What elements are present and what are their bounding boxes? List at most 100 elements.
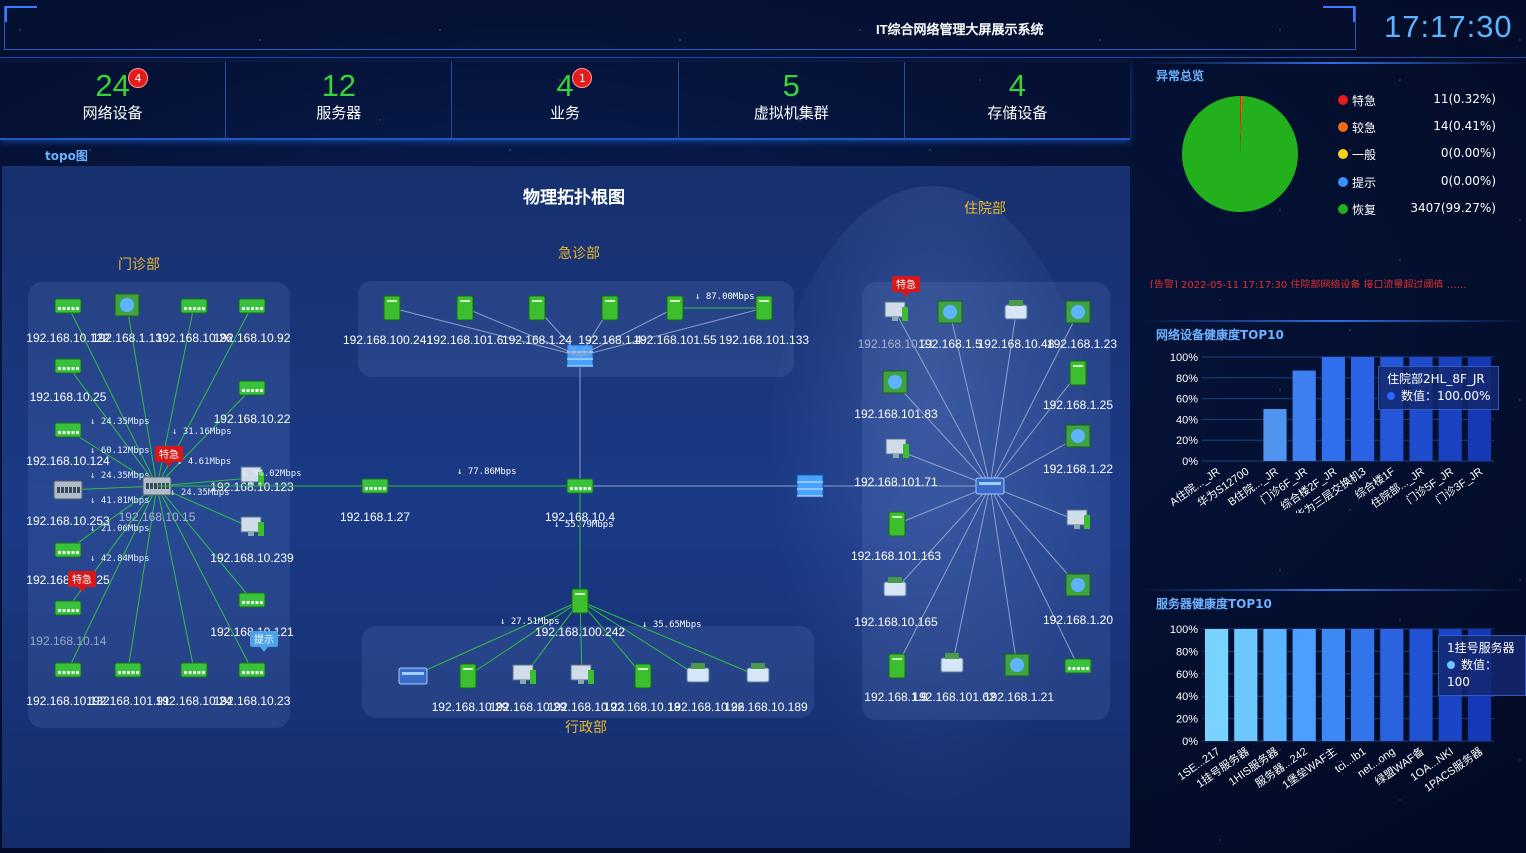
device-node[interactable] xyxy=(54,358,82,374)
legend-hint[interactable]: 提示 0(0.00%) xyxy=(1338,173,1498,191)
port xyxy=(202,671,205,674)
device-node[interactable] xyxy=(1065,300,1091,324)
device-node[interactable] xyxy=(383,295,401,321)
net-health-title: 网络设备健康度TOP10 xyxy=(1156,328,1284,342)
device-node[interactable] xyxy=(882,370,908,394)
device-node[interactable] xyxy=(456,295,474,321)
device-firewall-inpatient[interactable] xyxy=(796,474,824,498)
legend-normal[interactable]: 一般 0(0.00%) xyxy=(1338,145,1498,163)
stat-vm-clusters[interactable]: 5 虚拟机集群 xyxy=(679,62,905,138)
alarm-pie-chart[interactable] xyxy=(1180,94,1300,214)
legend-critical[interactable]: 特急 11(0.32%) xyxy=(1338,91,1498,109)
device-node[interactable] xyxy=(512,664,536,684)
device-node[interactable] xyxy=(238,662,266,678)
device-node[interactable] xyxy=(54,662,82,678)
legend-major[interactable]: 较急 14(0.41%) xyxy=(1338,118,1498,136)
device-node[interactable] xyxy=(884,301,908,321)
device-core-center[interactable] xyxy=(566,478,594,494)
device-node[interactable] xyxy=(238,298,266,314)
printer-icon xyxy=(746,667,770,683)
device-node[interactable] xyxy=(53,480,83,500)
device-hub-admin[interactable] xyxy=(571,588,589,614)
device-node[interactable] xyxy=(570,664,594,684)
bar[interactable] xyxy=(1292,370,1316,461)
device-node[interactable] xyxy=(1065,573,1091,597)
port xyxy=(251,389,254,392)
device-node[interactable] xyxy=(54,600,82,616)
device-node[interactable] xyxy=(883,577,907,597)
device-node[interactable] xyxy=(54,542,82,558)
traffic-rate-label: ↓ 60.12Mbps xyxy=(90,446,150,456)
traffic-rate-label: ↓ 35.65Mbps xyxy=(642,620,702,630)
divider xyxy=(1140,320,1526,322)
device-node[interactable] xyxy=(398,667,428,685)
device-node[interactable] xyxy=(54,422,82,438)
tab-topo[interactable]: topo图 xyxy=(45,149,88,163)
bar[interactable] xyxy=(1351,629,1375,741)
bar[interactable] xyxy=(1380,629,1404,741)
device-node[interactable] xyxy=(1069,360,1087,386)
stat-network-devices[interactable]: 24 4 网络设备 xyxy=(0,62,227,138)
device-node[interactable] xyxy=(601,295,619,321)
device-node[interactable] xyxy=(180,662,208,678)
pie-slice[interactable] xyxy=(1240,96,1243,154)
device-node[interactable] xyxy=(238,380,266,396)
device-node[interactable] xyxy=(240,466,264,486)
node-ip-label: 192.168.10.124 xyxy=(26,454,110,468)
device-node[interactable] xyxy=(54,298,82,314)
device-node[interactable] xyxy=(888,511,906,537)
device-node[interactable] xyxy=(459,663,477,689)
legend-recovered[interactable]: 恢复 3407(99.27%) xyxy=(1338,200,1498,218)
link-outpatient xyxy=(156,485,195,671)
device-node[interactable] xyxy=(755,295,773,321)
device-node[interactable] xyxy=(746,663,770,683)
device-node[interactable] xyxy=(180,298,208,314)
device-node[interactable] xyxy=(666,295,684,321)
device-node[interactable] xyxy=(114,293,140,317)
port xyxy=(127,671,130,674)
paper xyxy=(945,653,959,659)
port xyxy=(61,487,64,493)
bar[interactable] xyxy=(1292,629,1316,741)
alarm-ticker[interactable]: [告警] 2022-05-11 17:17:30 住院部网络设备 接口流量超过阈… xyxy=(1150,280,1467,288)
device-node[interactable] xyxy=(238,592,266,608)
device-node[interactable] xyxy=(940,653,964,673)
pie-slice[interactable] xyxy=(1182,96,1298,212)
port xyxy=(122,671,126,674)
device-node[interactable] xyxy=(528,295,546,321)
bar[interactable] xyxy=(1321,357,1345,461)
bar[interactable] xyxy=(1263,409,1287,461)
device-node[interactable] xyxy=(1066,509,1090,529)
stat-business[interactable]: 4 1 业务 xyxy=(452,62,679,138)
stat-storage[interactable]: 4 存储设备 xyxy=(905,62,1130,138)
device-hub-inpatient[interactable] xyxy=(975,477,1005,495)
pie-slice[interactable] xyxy=(1240,96,1242,154)
device-firewall-left[interactable] xyxy=(361,478,389,494)
net-health-chart[interactable]: 0%20%40%60%80%100%A住院..._JR华为S12700B住院..… xyxy=(1140,343,1526,513)
bar[interactable] xyxy=(1234,629,1258,741)
bar[interactable] xyxy=(1409,629,1433,741)
device-node[interactable] xyxy=(1004,300,1028,320)
bar[interactable] xyxy=(1351,357,1375,461)
bar[interactable] xyxy=(1321,629,1345,741)
device-node[interactable] xyxy=(634,663,652,689)
device-node[interactable] xyxy=(1004,653,1030,677)
series-dot xyxy=(1447,661,1455,669)
hint-badge xyxy=(250,631,278,647)
device-node[interactable] xyxy=(885,438,909,458)
bar[interactable] xyxy=(1263,629,1287,741)
device-node[interactable] xyxy=(1065,424,1091,448)
paper xyxy=(751,663,765,669)
topology-graph[interactable]: 物理拓扑根图门诊部急诊部住院部行政部192.168.10.122192.168.… xyxy=(2,166,1130,848)
switch-icon xyxy=(54,600,82,616)
server-health-chart[interactable]: 0%20%40%60%80%100%1SE...2171挂号服务器1HIS服务器… xyxy=(1140,613,1526,813)
device-node[interactable] xyxy=(114,662,142,678)
device-node[interactable] xyxy=(1064,658,1092,674)
device-node[interactable] xyxy=(888,653,906,679)
device-node[interactable] xyxy=(937,300,963,324)
device-node[interactable] xyxy=(686,663,710,683)
stat-servers[interactable]: 12 服务器 xyxy=(226,62,453,138)
device-node[interactable] xyxy=(240,516,264,536)
bar[interactable] xyxy=(1205,629,1229,741)
critical-badge xyxy=(68,571,96,587)
